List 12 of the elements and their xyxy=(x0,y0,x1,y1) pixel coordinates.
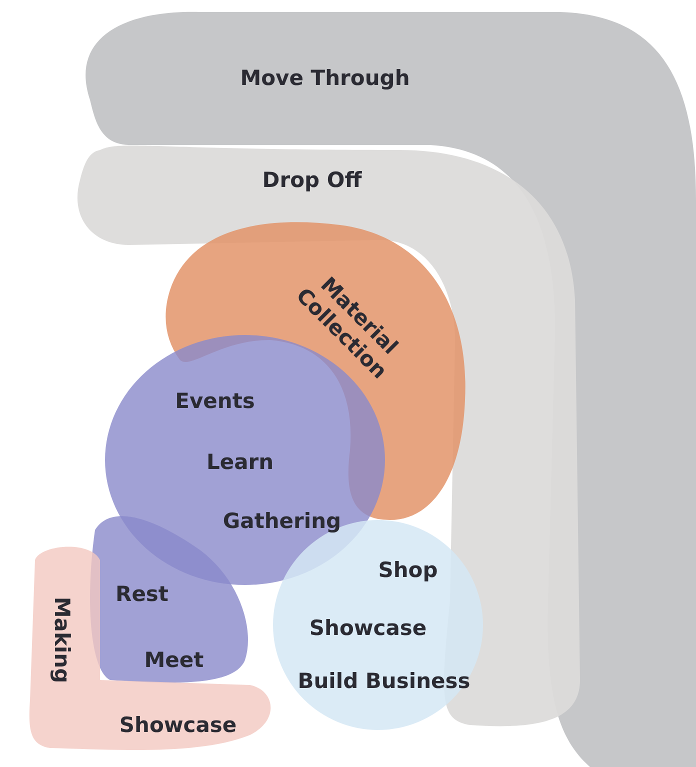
zone-label: Making xyxy=(50,596,74,684)
zone-label: Shop xyxy=(378,558,438,582)
zone-label: Drop Off xyxy=(262,168,362,192)
zone-label: Events xyxy=(175,389,255,413)
zone-label: Showcase xyxy=(119,713,237,737)
zone-label: Build Business xyxy=(298,669,470,693)
zone-label: Learn xyxy=(206,450,274,474)
zone-label: Rest xyxy=(116,582,168,606)
zone-label: Gathering xyxy=(222,509,342,533)
zone-label: Meet xyxy=(144,648,204,672)
zone-label: Showcase xyxy=(309,616,427,640)
zone-label: Move Through xyxy=(240,66,410,90)
